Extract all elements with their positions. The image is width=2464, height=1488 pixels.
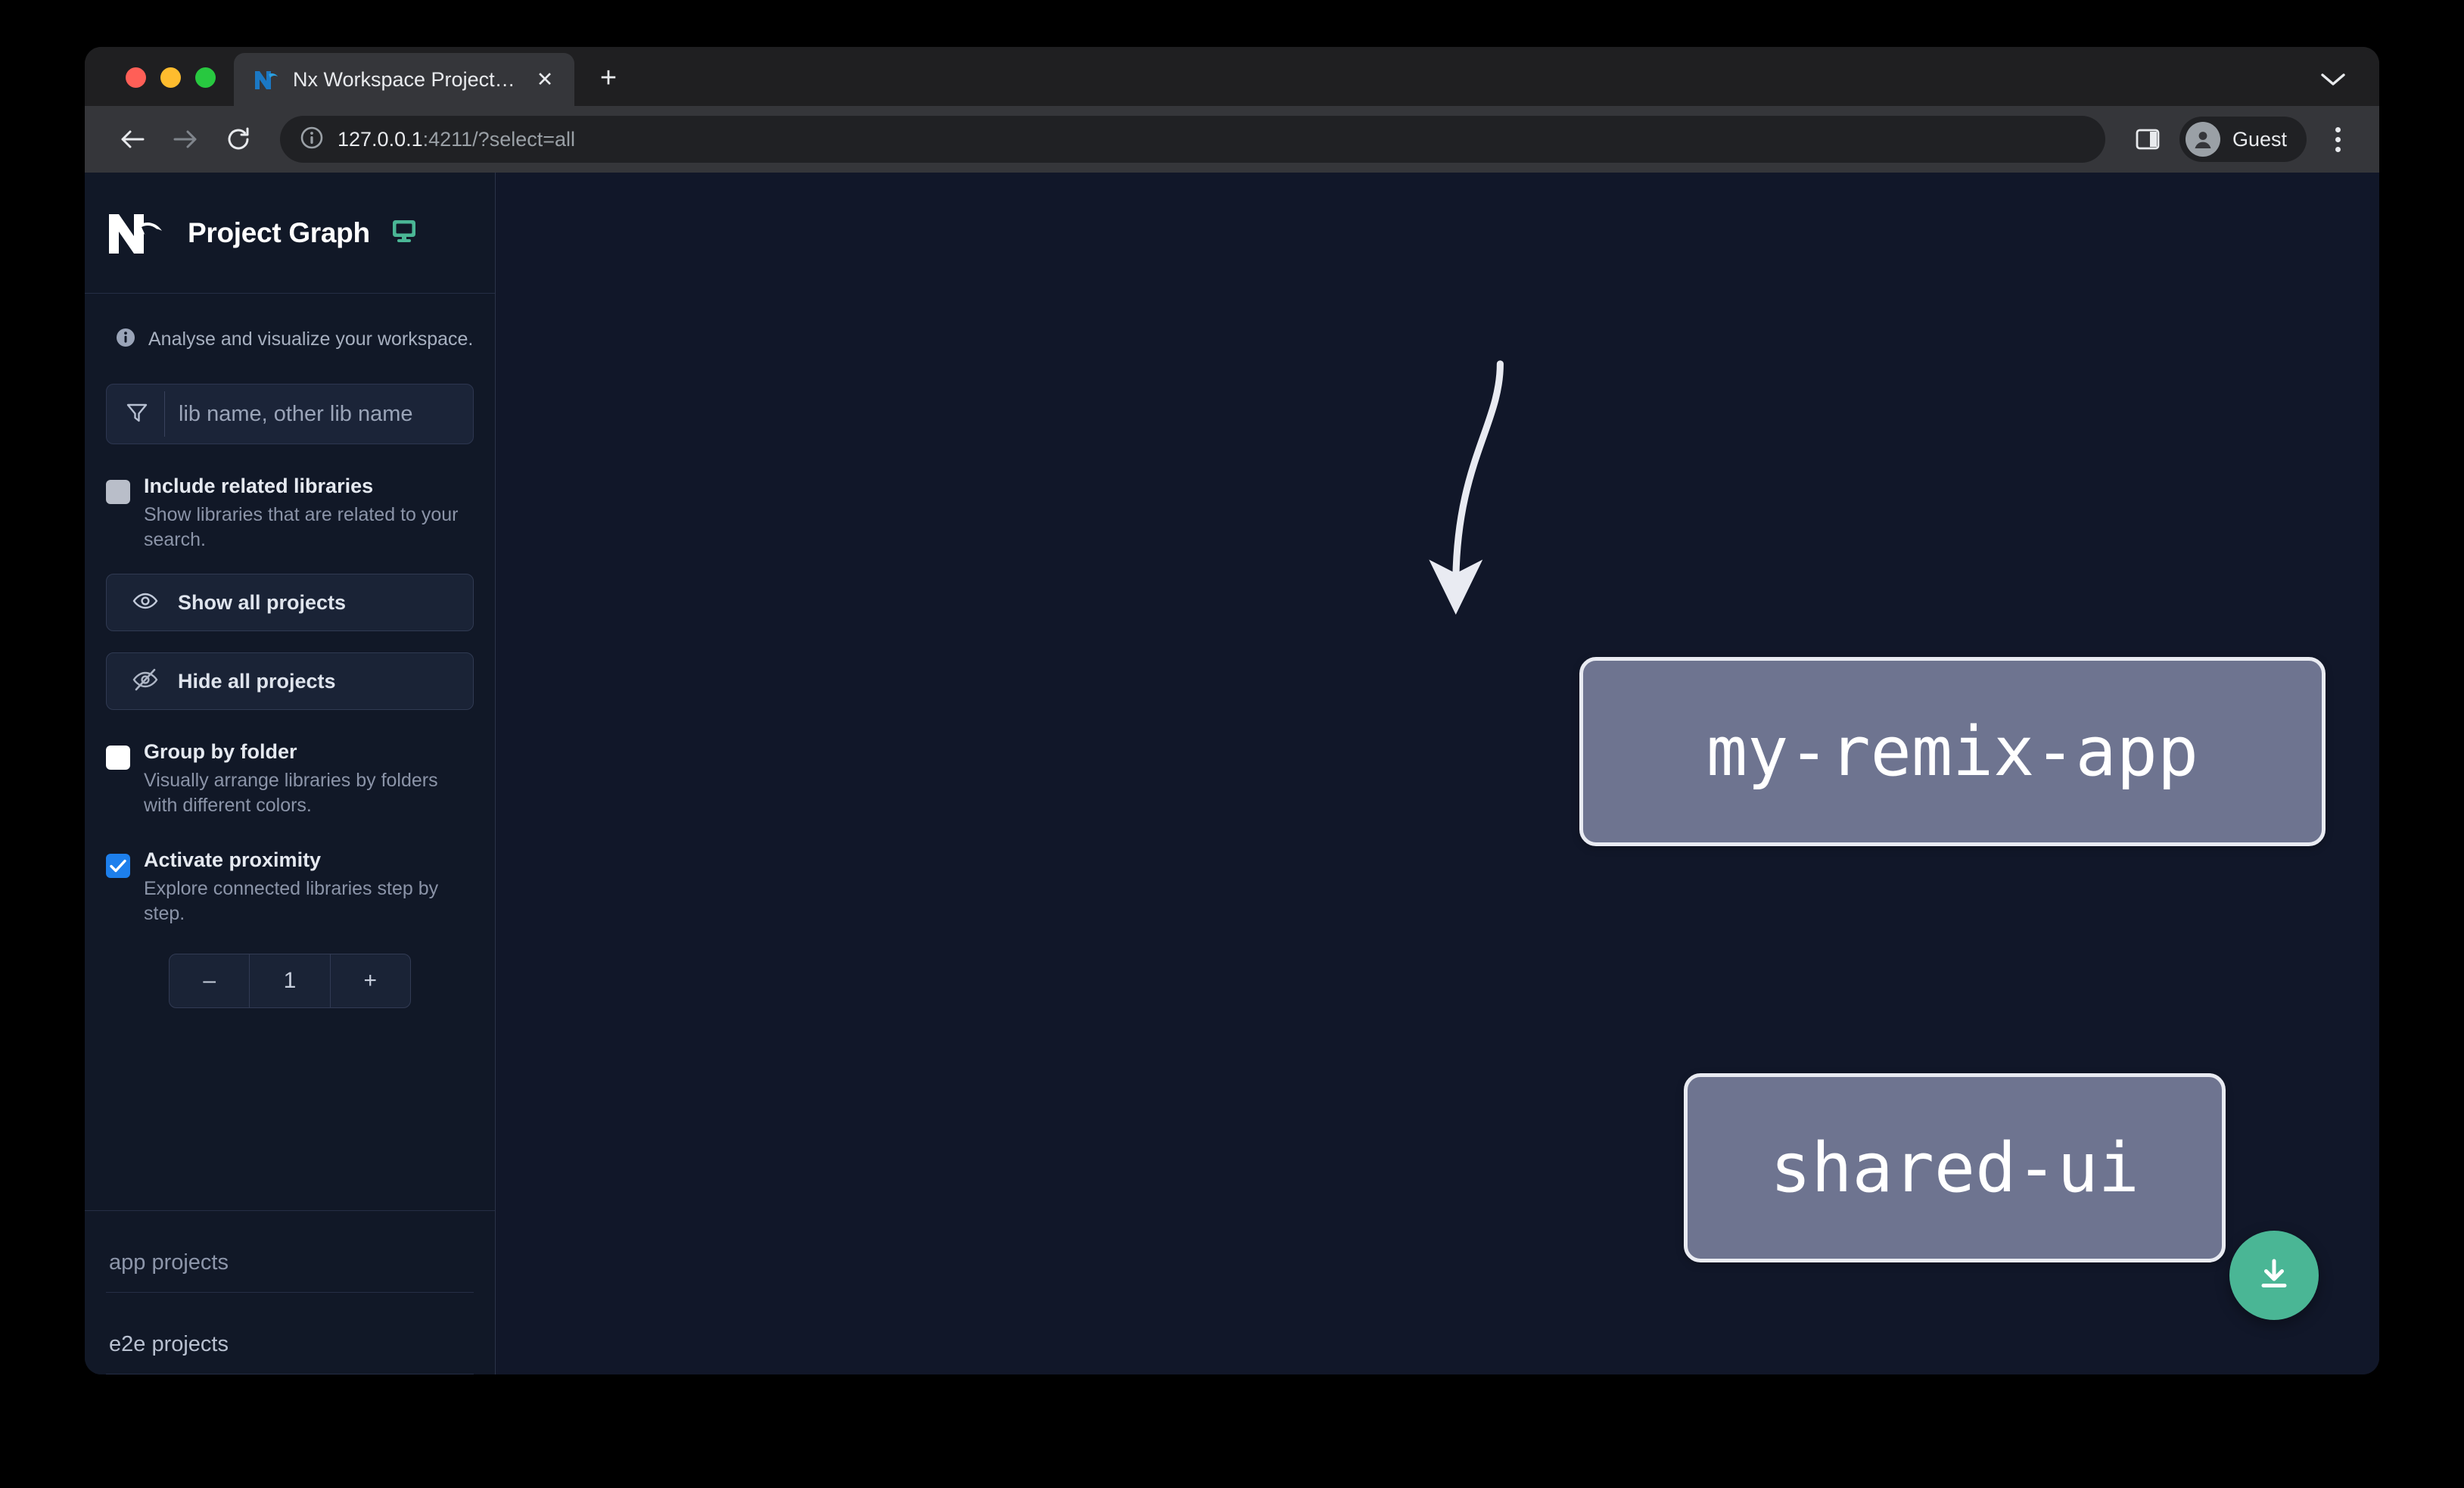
eye-off-icon (132, 668, 158, 695)
show-all-projects-label: Show all projects (178, 590, 347, 614)
back-arrow-icon[interactable] (109, 116, 156, 163)
hide-all-projects-button[interactable]: Hide all projects (106, 652, 474, 710)
window-traffic-lights (85, 67, 216, 106)
address-bar[interactable]: 127.0.0.1:4211/?select=all (280, 116, 2105, 163)
graph-node-label: my-remix-app (1706, 711, 2199, 792)
option-text-block: Activate proximity Explore connected lib… (144, 848, 462, 926)
avatar (2185, 122, 2220, 157)
sidebar-footer: app projects e2e projects (85, 1210, 495, 1374)
address-bar-url: 127.0.0.1:4211/?select=all (338, 128, 575, 151)
close-window-button[interactable] (126, 67, 146, 88)
browser-tab-strip: Nx Workspace Project Graph ✕ + (85, 47, 2379, 106)
browser-window: Nx Workspace Project Graph ✕ + (85, 47, 2379, 1374)
show-all-projects-button[interactable]: Show all projects (106, 574, 474, 631)
proximity-increment-button[interactable]: + (329, 954, 410, 1007)
info-icon (115, 327, 136, 352)
url-path: :4211/?select=all (422, 127, 576, 151)
nx-favicon-icon (254, 68, 279, 91)
monitor-icon[interactable] (390, 216, 418, 249)
new-tab-button[interactable]: + (599, 61, 618, 94)
option-group-by-folder[interactable]: Group by folder Visually arrange librari… (106, 740, 474, 818)
kebab-menu-icon[interactable] (2319, 118, 2357, 160)
browser-tab[interactable]: Nx Workspace Project Graph ✕ (234, 53, 574, 106)
option-label: Include related libraries (144, 475, 374, 497)
browser-toolbar: 127.0.0.1:4211/?select=all Guest (85, 106, 2379, 173)
project-group-app[interactable]: app projects (106, 1211, 474, 1293)
option-description: Visually arrange libraries by folders wi… (144, 770, 438, 816)
option-label: Activate proximity (144, 848, 322, 871)
checkbox-include-related-libraries[interactable] (106, 480, 130, 504)
option-include-related-libraries[interactable]: Include related libraries Show libraries… (106, 475, 474, 553)
sidebar-body: Analyse and visualize your workspace. li… (85, 294, 495, 1210)
option-description: Show libraries that are related to your … (144, 504, 459, 550)
proximity-decrement-button[interactable]: – (203, 968, 216, 993)
nx-logo-icon (106, 210, 165, 257)
project-group-title: app projects (109, 1250, 229, 1275)
maximize-window-button[interactable] (195, 67, 216, 88)
checkbox-group-by-folder[interactable] (106, 746, 130, 770)
close-tab-icon[interactable]: ✕ (536, 67, 554, 91)
search-input-placeholder: lib name, other lib name (179, 401, 413, 426)
graph-node-my-remix-app[interactable]: my-remix-app (1579, 657, 2326, 846)
workspace-hint-text: Analyse and visualize your workspace. (148, 328, 474, 350)
checkbox-activate-proximity[interactable] (106, 854, 130, 878)
download-button[interactable] (2229, 1231, 2319, 1320)
graph-node-label: shared-ui (1770, 1128, 2139, 1208)
divider (106, 1292, 474, 1293)
workspace-hint: Analyse and visualize your workspace. (106, 294, 474, 352)
download-icon (2254, 1254, 2294, 1297)
proximity-value: 1 (249, 954, 329, 1007)
funnel-icon (125, 400, 149, 428)
search-input-divider (164, 391, 165, 437)
info-circle-icon[interactable] (300, 126, 324, 154)
page-content: Project Graph (85, 173, 2379, 1374)
graph-edge-my-remix-app-to-shared-ui (1429, 360, 1504, 615)
profile-name: Guest (2232, 127, 2287, 151)
eye-icon (132, 591, 158, 615)
url-host: 127.0.0.1 (338, 127, 423, 151)
forward-arrow-icon[interactable] (162, 116, 209, 163)
option-description: Explore connected libraries step by step… (144, 878, 439, 924)
profile-chip[interactable]: Guest (2179, 117, 2307, 162)
sidebar: Project Graph (85, 173, 496, 1374)
browser-tab-title: Nx Workspace Project Graph (293, 67, 518, 91)
search-input[interactable]: lib name, other lib name (106, 384, 474, 444)
option-activate-proximity[interactable]: Activate proximity Explore connected lib… (106, 848, 474, 926)
option-text-block: Group by folder Visually arrange librari… (144, 740, 462, 818)
side-panel-icon[interactable] (2126, 118, 2169, 160)
minimize-window-button[interactable] (160, 67, 181, 88)
hide-all-projects-label: Hide all projects (178, 669, 336, 693)
option-text-block: Include related libraries Show libraries… (144, 475, 462, 553)
project-graph-canvas[interactable]: my-remix-app shared-ui (496, 173, 2379, 1374)
option-label: Group by folder (144, 740, 297, 763)
graph-node-shared-ui[interactable]: shared-ui (1684, 1073, 2226, 1262)
proximity-stepper[interactable]: – 1 + (169, 954, 411, 1008)
chevron-down-icon[interactable] (2320, 72, 2346, 91)
reload-icon[interactable] (215, 116, 262, 163)
sidebar-header: Project Graph (85, 173, 495, 294)
project-group-e2e[interactable]: e2e projects (106, 1293, 474, 1374)
project-group-title: e2e projects (109, 1332, 229, 1356)
page-title: Project Graph (188, 216, 370, 248)
